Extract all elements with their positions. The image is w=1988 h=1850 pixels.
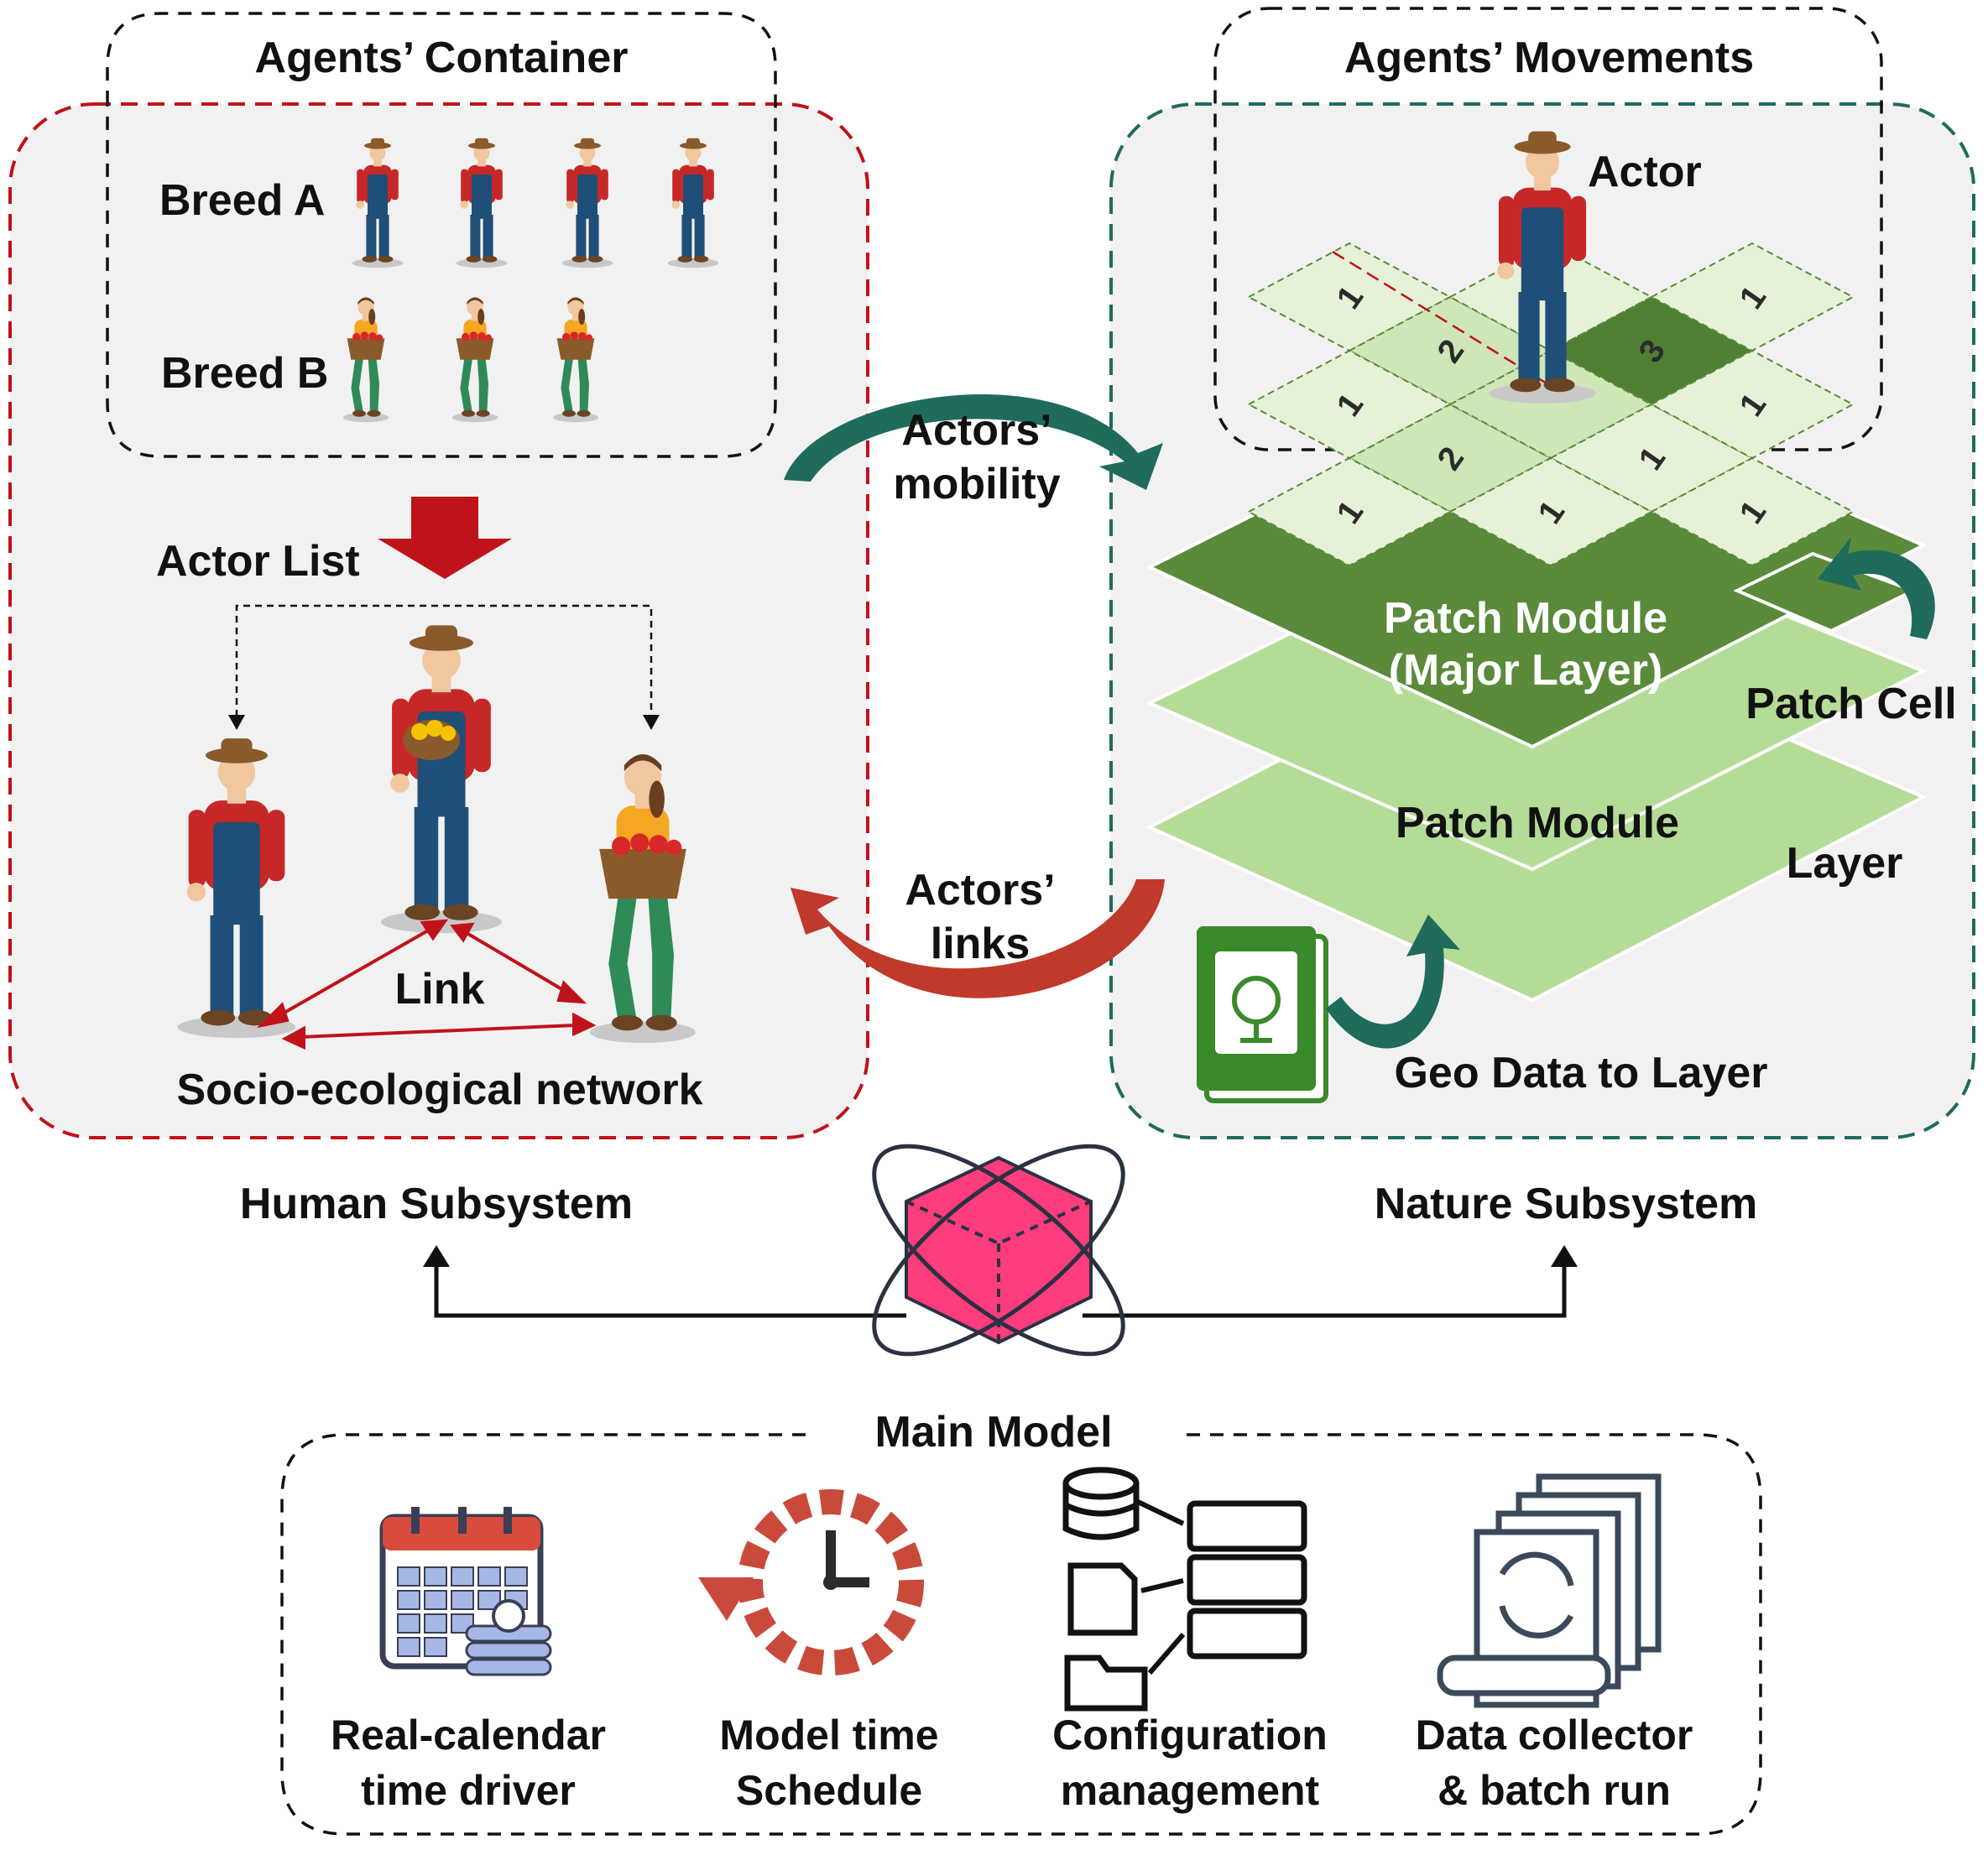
links-label-line1: Actors’ bbox=[905, 866, 1056, 915]
nature-subsystem-label: Nature Subsystem bbox=[1374, 1180, 1758, 1228]
agents-movements-title: Agents’ Movements bbox=[1344, 34, 1755, 82]
patch-module-label: Patch Module bbox=[1395, 799, 1680, 847]
agents-container-box bbox=[106, 12, 777, 458]
arrowhead-icon bbox=[643, 715, 660, 730]
red-down-arrow-icon bbox=[378, 497, 512, 579]
patch-major-label-line1: Patch Module bbox=[1383, 594, 1668, 643]
patch-major-label-line2: (Major Layer) bbox=[1388, 646, 1663, 695]
patch-grid bbox=[1246, 242, 1855, 567]
mobility-label-line1: Actors’ bbox=[901, 406, 1052, 455]
module-label-line2: time driver bbox=[361, 1767, 576, 1814]
geo-data-label: Geo Data to Layer bbox=[1394, 1049, 1768, 1097]
movement-path bbox=[1332, 250, 1552, 388]
actor-label: Actor bbox=[1588, 148, 1702, 196]
main-model-cube-icon bbox=[872, 1144, 1125, 1357]
patch-cell-arrow bbox=[1818, 537, 1935, 639]
link-label: Link bbox=[394, 965, 485, 1014]
actors-links-arrow bbox=[791, 879, 1165, 998]
server-config-icon bbox=[1062, 1467, 1307, 1712]
module-label-line1: Configuration bbox=[1052, 1712, 1328, 1759]
document-stack-icon bbox=[1437, 1473, 1662, 1708]
module-label-line2: & batch run bbox=[1438, 1767, 1671, 1814]
links-label-line2: links bbox=[930, 920, 1031, 968]
layer-label: Layer bbox=[1786, 839, 1903, 888]
human-subsystem-label: Human Subsystem bbox=[239, 1180, 634, 1228]
module-label-line2: management bbox=[1060, 1767, 1320, 1814]
agents-container-title: Agents’ Container bbox=[254, 34, 629, 82]
actor-list-label: Actor List bbox=[156, 537, 360, 586]
arrowhead-icon bbox=[1551, 1245, 1578, 1267]
calendar-icon bbox=[379, 1507, 552, 1676]
module-label-line1: Real-calendar bbox=[331, 1712, 606, 1759]
module-label-line1: Model time bbox=[719, 1712, 939, 1759]
main-to-human-connector bbox=[434, 1264, 906, 1318]
arrowhead-icon bbox=[423, 1245, 450, 1267]
arrowhead-icon bbox=[228, 715, 245, 730]
breed-b-label: Breed B bbox=[161, 349, 329, 398]
actors-mobility-arrow bbox=[784, 393, 1163, 490]
geo-data-arrow bbox=[1326, 915, 1460, 1049]
geo-data-book-icon bbox=[1197, 926, 1328, 1103]
main-to-nature-connector bbox=[1083, 1264, 1567, 1318]
actor-list-connector bbox=[235, 604, 653, 728]
mobility-label-line2: mobility bbox=[893, 460, 1061, 508]
clock-icon bbox=[698, 1489, 924, 1675]
breed-a-label: Breed A bbox=[159, 176, 326, 225]
module-label-line1: Data collector bbox=[1415, 1712, 1693, 1759]
module-label-line2: Schedule bbox=[735, 1767, 923, 1814]
link-arrows bbox=[256, 919, 597, 1050]
main-model-box bbox=[280, 1433, 1762, 1836]
patch-cell-label: Patch Cell bbox=[1745, 680, 1957, 728]
main-model-label: Main Model bbox=[874, 1408, 1113, 1457]
socio-network-label: Socio-ecological network bbox=[176, 1066, 703, 1114]
